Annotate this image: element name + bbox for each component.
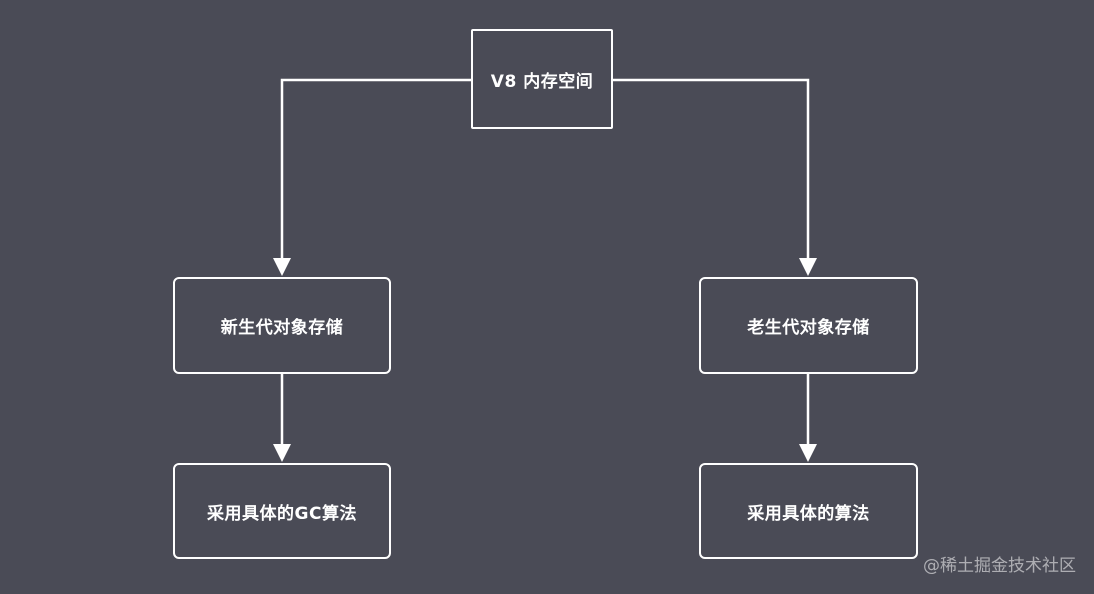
right-storage-node: 老生代对象存储 bbox=[699, 277, 918, 374]
right-storage-label: 老生代对象存储 bbox=[747, 318, 870, 338]
arrowhead-left-storage bbox=[273, 258, 291, 276]
watermark-text: @稀土掘金技术社区 bbox=[923, 556, 1076, 576]
arrowhead-left-algorithm bbox=[273, 444, 291, 462]
left-storage-node: 新生代对象存储 bbox=[173, 277, 391, 374]
right-algorithm-node: 采用具体的算法 bbox=[699, 463, 918, 559]
root-node-label: V8 内存空间 bbox=[490, 71, 594, 92]
root-node-v8-memory: V8 内存空间 bbox=[471, 29, 613, 129]
left-algorithm-node: 采用具体的GC算法 bbox=[173, 463, 391, 559]
connector-root-to-left-storage bbox=[280, 78, 472, 262]
connector-root-to-right-storage bbox=[612, 78, 810, 262]
right-algorithm-label: 采用具体的算法 bbox=[747, 503, 870, 524]
arrowhead-right-algorithm bbox=[799, 444, 817, 462]
left-storage-label: 新生代对象存储 bbox=[220, 318, 344, 338]
arrowhead-right-storage bbox=[799, 258, 817, 276]
left-algorithm-label: 采用具体的GC算法 bbox=[207, 503, 357, 524]
